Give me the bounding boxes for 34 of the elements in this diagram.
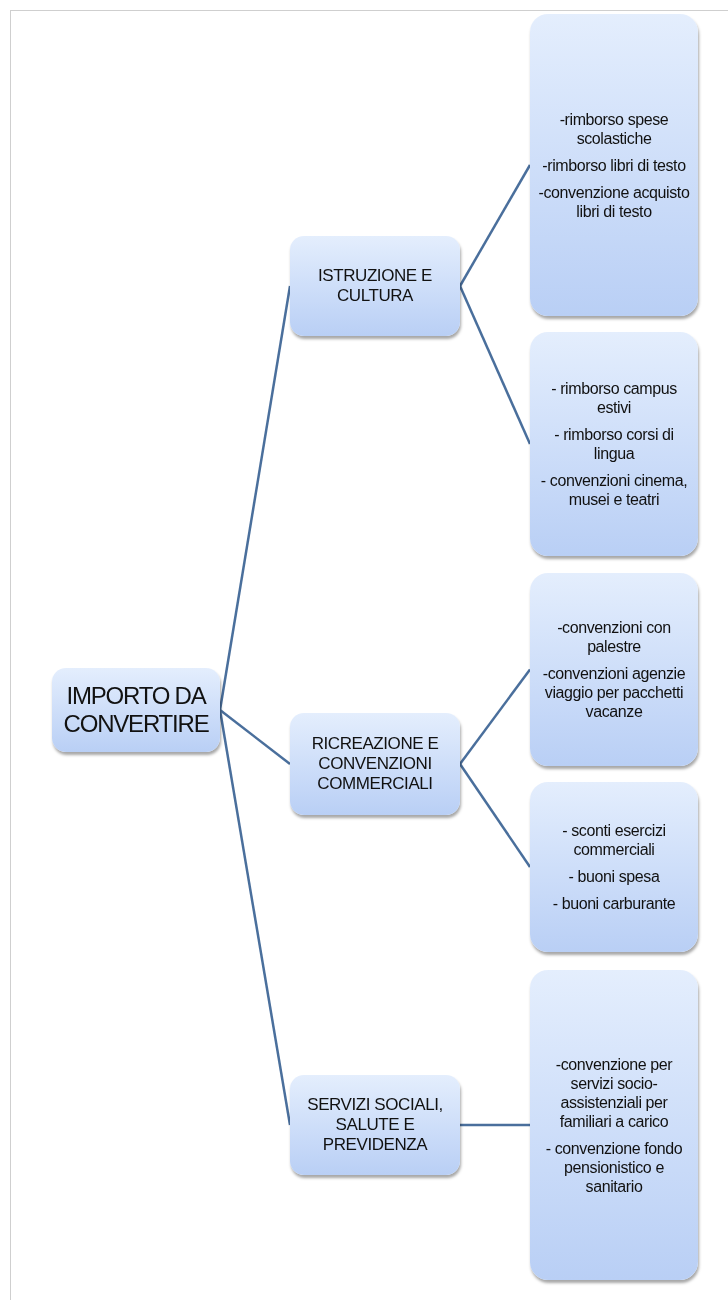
detail-box — [530, 970, 698, 1280]
connector-line — [218, 285, 292, 711]
category-box — [290, 713, 460, 815]
detail-box — [530, 573, 698, 766]
detail-box — [530, 332, 698, 556]
benefit-item: -convenzione acquisto libri di testo — [537, 182, 691, 221]
benefit-item: - convenzioni cinema, musei e teatri — [539, 471, 689, 509]
connector-line — [458, 763, 532, 868]
root-box — [52, 668, 220, 752]
connector-line — [218, 709, 292, 1126]
connector-line — [460, 1123, 530, 1127]
detail-box — [530, 14, 698, 316]
benefit-item: - rimborso corsi di lingua — [553, 425, 675, 463]
connector-line — [458, 285, 532, 445]
node-label: SERVIZI SOCIALI, SALUTE E PREVIDENZA — [306, 1095, 444, 1155]
benefit-item: - buoni spesa — [568, 867, 660, 886]
benefit-item: -rimborso spese scolastiche — [558, 109, 670, 148]
benefit-item: - buoni carburante — [552, 894, 676, 913]
node-label: ISTRUZIONE E CULTURA — [317, 266, 433, 306]
category-box — [290, 1075, 460, 1175]
detail-box — [530, 782, 698, 952]
category-box — [290, 236, 460, 336]
benefit-item: - convenzione fondo pensionistico e sanitario — [544, 1138, 684, 1196]
connector-line — [219, 709, 291, 765]
connector-line — [459, 668, 531, 765]
node-label: IMPORTO DA CONVERTIRE — [62, 682, 210, 738]
benefit-item: - sconti esercizi commerciali — [561, 821, 667, 859]
benefit-item: -rimborso libri di testo — [542, 155, 686, 175]
benefit-item: -convenzioni con palestre — [556, 618, 672, 656]
benefit-item: -convenzione per servizi socio-assistenziali per familiari a carico — [554, 1054, 674, 1131]
node-label: RICREAZIONE E CONVENZIONI COMMERCIALI — [310, 734, 440, 794]
connector-line — [458, 164, 532, 287]
benefit-item: - rimborso campus estivi — [550, 379, 678, 417]
benefit-item: -convenzioni agenzie viaggio per pacchetti vacanze — [541, 664, 687, 721]
